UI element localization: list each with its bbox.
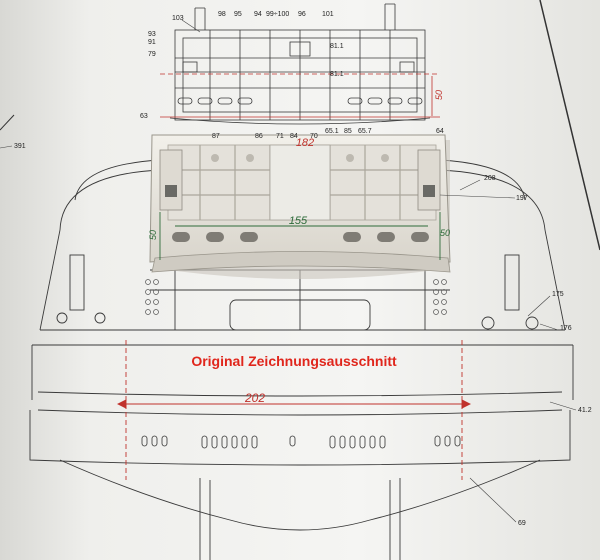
label-64: 64 xyxy=(436,128,444,135)
dimension-50-top: 50 xyxy=(434,90,444,100)
label-63: 63 xyxy=(140,113,148,120)
label-41-2: 41.2 xyxy=(578,407,592,414)
label-81-1b: 81.1 xyxy=(330,71,344,78)
label-98: 98 xyxy=(218,11,226,18)
label-69: 69 xyxy=(518,520,526,527)
label-86: 86 xyxy=(255,133,263,140)
hull-drawing xyxy=(29,159,574,560)
dimension-50-left: 50 xyxy=(148,230,158,240)
label-71: 71 xyxy=(276,133,284,140)
part-number-labels: 103 98 95 94 99÷100 96 101 93 91 79 81.1… xyxy=(14,11,592,527)
label-103: 103 xyxy=(172,15,184,22)
label-79: 79 xyxy=(148,51,156,58)
paper-edge xyxy=(539,0,600,251)
label-70: 70 xyxy=(310,133,318,140)
caption-original-drawing-excerpt: Original Zeichnungsausschnitt xyxy=(191,353,397,369)
label-94: 94 xyxy=(254,11,262,18)
label-197: 197 xyxy=(516,195,528,202)
label-176: 176 xyxy=(560,325,572,332)
label-208: 208 xyxy=(484,175,496,182)
label-65-7: 65.7 xyxy=(358,128,372,135)
label-95: 95 xyxy=(234,11,242,18)
label-175: 175 xyxy=(552,291,564,298)
label-65-1: 65.1 xyxy=(325,128,339,135)
hull-dimension-lines xyxy=(116,340,472,480)
label-87: 87 xyxy=(212,133,220,140)
hull-slots xyxy=(141,435,461,449)
label-391: 391 xyxy=(14,143,26,150)
leader-lines xyxy=(0,19,577,523)
label-81-1a: 81.1 xyxy=(330,43,344,50)
label-101: 101 xyxy=(322,11,334,18)
dimension-182: 182 xyxy=(296,137,314,149)
label-93: 93 xyxy=(148,31,156,38)
label-91: 91 xyxy=(148,39,156,46)
dimension-50-right: 50 xyxy=(440,228,450,238)
label-99-100: 99÷100 xyxy=(266,11,289,18)
hull-hole-pattern xyxy=(145,279,447,315)
label-84: 84 xyxy=(290,133,298,140)
label-96: 96 xyxy=(298,11,306,18)
upper-deck-drawing xyxy=(169,3,431,125)
dimension-155: 155 xyxy=(289,215,308,227)
dimension-202: 202 xyxy=(244,391,265,405)
label-85: 85 xyxy=(344,128,352,135)
model-deck-part xyxy=(149,134,451,279)
